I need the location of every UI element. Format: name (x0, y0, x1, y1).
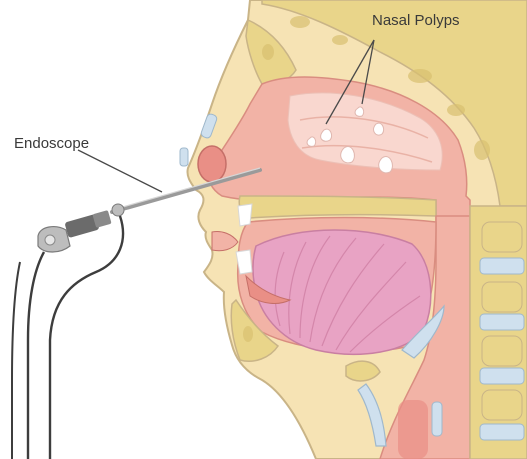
endoscope-leader-line (78, 150, 162, 192)
endoscope-collar (112, 204, 124, 216)
endoscope-label: Endoscope (14, 136, 89, 151)
throat-deep (398, 400, 428, 459)
cable (28, 252, 44, 459)
upper-tooth (238, 204, 252, 226)
nasal-polyps-label: Nasal Polyps (372, 13, 460, 28)
light-cable (50, 216, 123, 459)
polyp (374, 123, 384, 135)
bone-spot (243, 326, 253, 342)
polyp (341, 147, 355, 163)
trachea-ring (432, 402, 442, 436)
nasal-cartilage (180, 148, 188, 166)
cable (12, 262, 20, 459)
hard-palate (239, 196, 436, 218)
endoscope-cables (12, 216, 123, 459)
nostril (198, 146, 226, 182)
polyp (379, 157, 393, 173)
